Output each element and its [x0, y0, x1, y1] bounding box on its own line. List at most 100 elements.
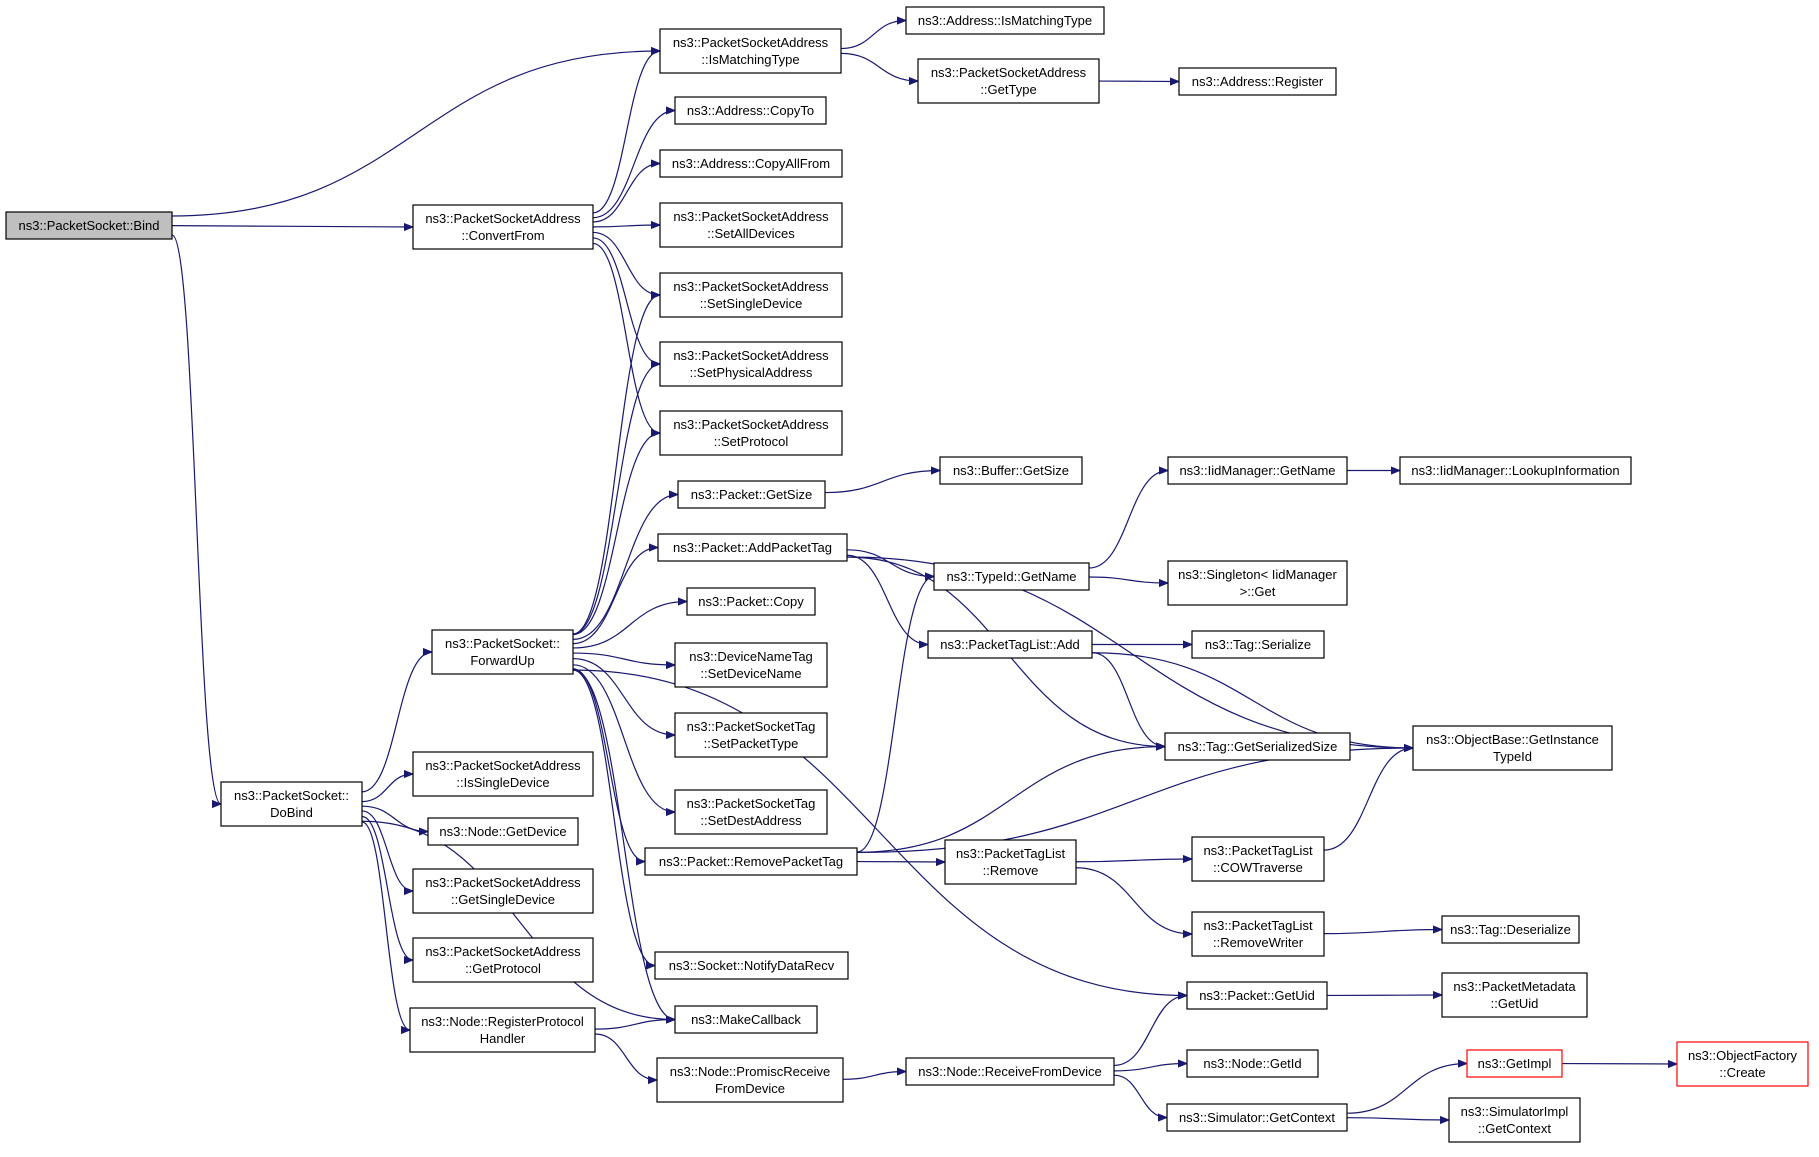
node-box[interactable] — [412, 868, 594, 914]
node-box[interactable] — [412, 751, 594, 797]
function-node-set-device-name[interactable]: ns3::DeviceNameTag::SetDeviceName — [674, 642, 828, 688]
function-node-set-packet-type[interactable]: ns3::PacketSocketTag::SetPacketType — [674, 712, 828, 758]
function-node-tag-serialize[interactable]: ns3::Tag::Serialize — [1191, 630, 1325, 659]
function-node-simulator-getcontext[interactable]: ns3::Simulator::GetContext — [1166, 1103, 1348, 1132]
function-node-receive-from-device[interactable]: ns3::Node::ReceiveFromDevice — [905, 1057, 1115, 1086]
node-box[interactable] — [659, 341, 843, 387]
function-node-iid-getname[interactable]: ns3::IidManager::GetName — [1167, 456, 1348, 485]
node-box[interactable] — [905, 1057, 1115, 1086]
function-node-get-protocol[interactable]: ns3::PacketSocketAddress::GetProtocol — [412, 937, 594, 983]
function-node-objfactory-create[interactable]: ns3::ObjectFactory::Create — [1676, 1041, 1809, 1087]
node-box[interactable] — [674, 789, 828, 835]
function-node-addr-copyto[interactable]: ns3::Address::CopyTo — [674, 96, 827, 125]
node-box[interactable] — [1191, 630, 1325, 659]
function-node-packet-copy[interactable]: ns3::Packet::Copy — [686, 587, 816, 616]
function-node-get-impl[interactable]: ns3::GetImpl — [1466, 1049, 1563, 1078]
node-box[interactable] — [1399, 456, 1632, 485]
function-node-tag-deserialize[interactable]: ns3::Tag::Deserialize — [1441, 915, 1580, 944]
function-node-set-single-device[interactable]: ns3::PacketSocketAddress::SetSingleDevic… — [659, 272, 843, 318]
function-node-ptl-cowtraverse[interactable]: ns3::PacketTagList::COWTraverse — [1191, 836, 1325, 882]
node-box[interactable] — [1191, 836, 1325, 882]
function-node-add-packet-tag[interactable]: ns3::Packet::AddPacketTag — [657, 533, 848, 562]
node-box[interactable] — [1166, 1103, 1348, 1132]
function-node-set-dest-address[interactable]: ns3::PacketSocketTag::SetDestAddress — [674, 789, 828, 835]
function-node-do-bind[interactable]: ns3::PacketSocket::DoBind — [220, 781, 363, 827]
function-node-set-all-devices[interactable]: ns3::PacketSocketAddress::SetAllDevices — [659, 202, 843, 248]
node-box[interactable] — [933, 562, 1090, 591]
node-box[interactable] — [905, 6, 1105, 35]
node-box[interactable] — [927, 630, 1093, 659]
node-box[interactable] — [1191, 911, 1325, 957]
function-node-socket-notifydatarecv[interactable]: ns3::Socket::NotifyDataRecv — [654, 951, 849, 980]
node-box[interactable] — [659, 202, 843, 248]
node-box[interactable] — [939, 456, 1083, 485]
node-box[interactable] — [427, 817, 579, 846]
function-node-addr-register[interactable]: ns3::Address::Register — [1178, 67, 1337, 96]
node-box[interactable] — [220, 781, 363, 827]
function-node-pmeta-getuid[interactable]: ns3::PacketMetadata::GetUid — [1441, 972, 1588, 1018]
function-node-addr-is-matching[interactable]: ns3::Address::IsMatchingType — [905, 6, 1105, 35]
node-box[interactable] — [917, 58, 1100, 104]
function-node-make-callback[interactable]: ns3::MakeCallback — [674, 1005, 818, 1034]
node-box[interactable] — [674, 1005, 818, 1034]
node-box[interactable] — [1167, 560, 1348, 606]
node-box[interactable] — [1676, 1041, 1809, 1087]
node-box[interactable] — [674, 642, 828, 688]
function-node-is-matching[interactable]: ns3::PacketSocketAddress::IsMatchingType — [659, 28, 842, 74]
node-box[interactable] — [644, 847, 858, 876]
function-node-node-getdevice[interactable]: ns3::Node::GetDevice — [427, 817, 579, 846]
function-node-ptl-removewriter[interactable]: ns3::PacketTagList::RemoveWriter — [1191, 911, 1325, 957]
node-box[interactable] — [686, 587, 816, 616]
node-box[interactable] — [656, 1057, 844, 1103]
node-box[interactable] — [431, 629, 574, 675]
function-node-bind[interactable]: ns3::PacketSocket::Bind — [5, 211, 173, 240]
function-node-set-protocol[interactable]: ns3::PacketSocketAddress::SetProtocol — [659, 410, 843, 456]
node-box[interactable] — [944, 839, 1077, 885]
node-box[interactable] — [1441, 915, 1580, 944]
node-box[interactable] — [659, 28, 842, 74]
function-node-remove-packet-tag[interactable]: ns3::Packet::RemovePacketTag — [644, 847, 858, 876]
node-box[interactable] — [654, 951, 849, 980]
node-box[interactable] — [1186, 981, 1328, 1010]
node-box[interactable] — [1448, 1097, 1581, 1143]
node-box[interactable] — [1412, 725, 1613, 771]
node-box[interactable] — [412, 937, 594, 983]
function-node-packet-getsize[interactable]: ns3::Packet::GetSize — [677, 480, 826, 509]
function-node-node-getid[interactable]: ns3::Node::GetId — [1186, 1049, 1319, 1078]
node-box[interactable] — [659, 149, 843, 178]
node-box[interactable] — [1164, 732, 1351, 761]
function-node-forward-up[interactable]: ns3::PacketSocket::ForwardUp — [431, 629, 574, 675]
function-node-get-single-device[interactable]: ns3::PacketSocketAddress::GetSingleDevic… — [412, 868, 594, 914]
function-node-tag-getserializedsize[interactable]: ns3::Tag::GetSerializedSize — [1164, 732, 1351, 761]
node-box[interactable] — [1466, 1049, 1563, 1078]
node-box[interactable] — [1178, 67, 1337, 96]
function-node-psa-gettype[interactable]: ns3::PacketSocketAddress::GetType — [917, 58, 1100, 104]
function-node-buffer-getsize[interactable]: ns3::Buffer::GetSize — [939, 456, 1083, 485]
node-box[interactable] — [1441, 972, 1588, 1018]
node-box[interactable] — [1167, 456, 1348, 485]
node-box[interactable] — [1186, 1049, 1319, 1078]
node-box[interactable] — [409, 1007, 596, 1053]
function-node-ptl-add[interactable]: ns3::PacketTagList::Add — [927, 630, 1093, 659]
function-node-convert-from[interactable]: ns3::PacketSocketAddress::ConvertFrom — [412, 204, 594, 250]
function-node-addr-copyallfrom[interactable]: ns3::Address::CopyAllFrom — [659, 149, 843, 178]
function-node-simimpl-getcontext[interactable]: ns3::SimulatorImpl::GetContext — [1448, 1097, 1581, 1143]
function-node-typeid-getname[interactable]: ns3::TypeId::GetName — [933, 562, 1090, 591]
node-box[interactable] — [659, 410, 843, 456]
node-box[interactable] — [657, 533, 848, 562]
function-node-is-single-device[interactable]: ns3::PacketSocketAddress::IsSingleDevice — [412, 751, 594, 797]
function-node-singleton-get[interactable]: ns3::Singleton< IidManager>::Get — [1167, 560, 1348, 606]
function-node-set-physical-address[interactable]: ns3::PacketSocketAddress::SetPhysicalAdd… — [659, 341, 843, 387]
node-box[interactable] — [674, 96, 827, 125]
node-box[interactable] — [5, 211, 173, 240]
node-box[interactable] — [412, 204, 594, 250]
node-box[interactable] — [659, 272, 843, 318]
function-node-packet-getuid[interactable]: ns3::Packet::GetUid — [1186, 981, 1328, 1010]
function-node-ptl-remove[interactable]: ns3::PacketTagList::Remove — [944, 839, 1077, 885]
function-node-iid-lookup[interactable]: ns3::IidManager::LookupInformation — [1399, 456, 1632, 485]
node-box[interactable] — [674, 712, 828, 758]
node-box[interactable] — [677, 480, 826, 509]
